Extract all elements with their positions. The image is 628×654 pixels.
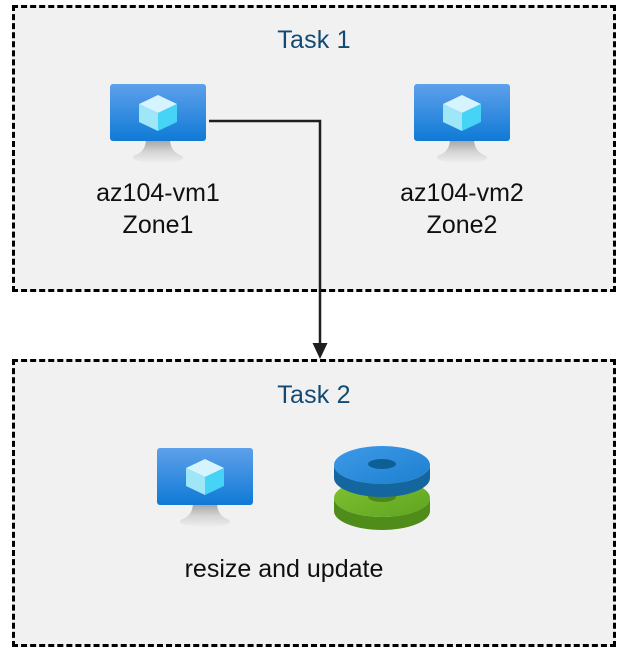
- task-1-title: Task 1: [277, 26, 351, 54]
- task-2-caption: resize and update: [184, 555, 384, 583]
- azure-managed-disks-icon: [330, 443, 435, 535]
- vm1-label: az104-vm1 Zone1: [96, 179, 220, 239]
- vm2-label: az104-vm2 Zone2: [400, 179, 524, 239]
- azure-virtual-machine-icon: [412, 82, 512, 168]
- azure-virtual-machine-icon: [155, 446, 255, 532]
- task-2-title: Task 2: [277, 381, 351, 409]
- task-2-container: [12, 359, 616, 647]
- azure-virtual-machine-icon: [108, 82, 208, 168]
